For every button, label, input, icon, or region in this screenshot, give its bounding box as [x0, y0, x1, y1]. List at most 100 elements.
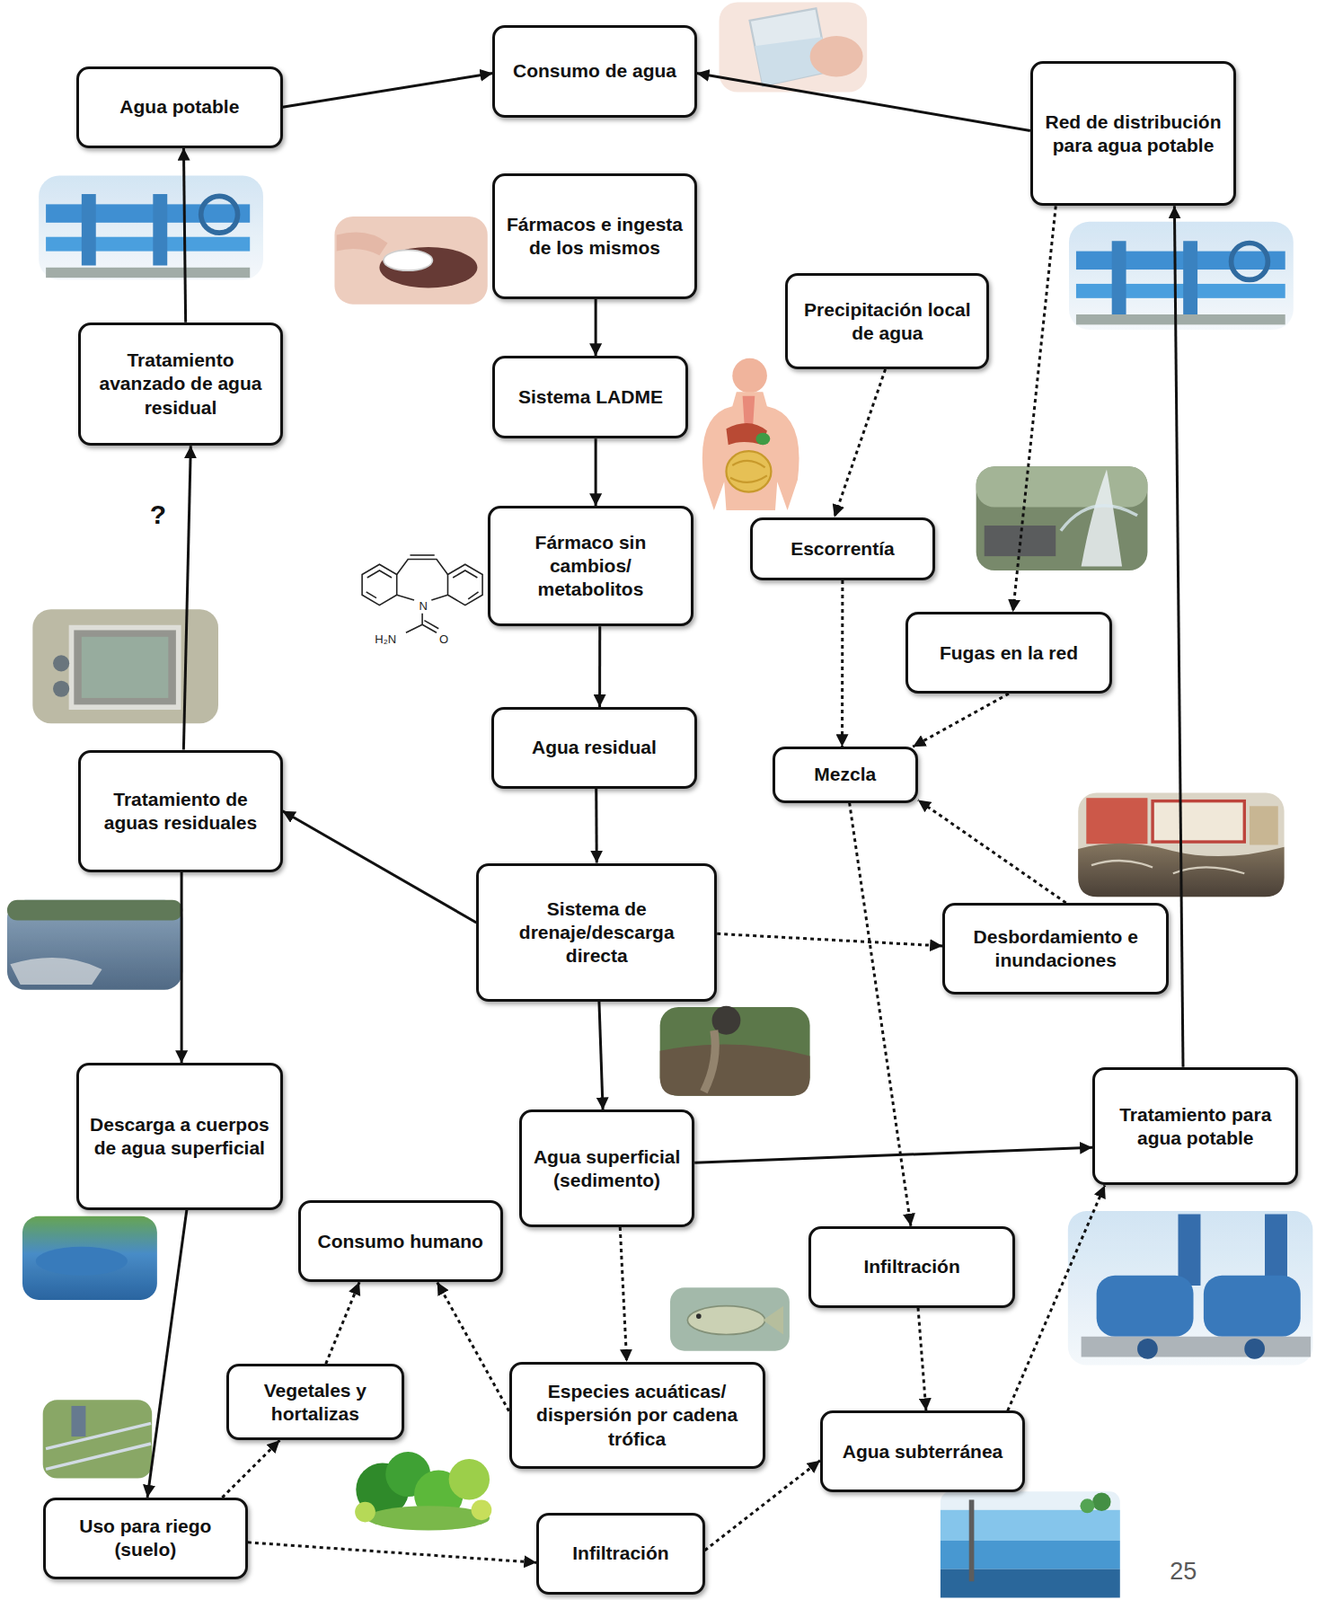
dotted-arrow [1007, 1184, 1105, 1411]
process-box: Agua residual [491, 706, 697, 789]
box-label: Sistema de drenaje/descarga directa [487, 897, 706, 968]
dotted-arrow [912, 693, 1009, 747]
box-label: Fármacos e ingesta de los mismos [503, 212, 685, 260]
box-label: Desbordamiento e inundaciones [954, 925, 1158, 972]
pond-photo [7, 900, 183, 990]
flow-arrow [694, 1147, 1093, 1163]
flow-arrow [1174, 205, 1184, 1067]
process-box: Consumo humano [298, 1200, 504, 1282]
process-box: Uso para riego (suelo) [43, 1497, 248, 1580]
box-label: Infiltración [572, 1541, 669, 1565]
dotted-arrow [437, 1281, 510, 1411]
atom-label: O [439, 631, 449, 645]
box-label: Sistema LADME [518, 385, 663, 409]
box-label: Agua subterránea [842, 1439, 1004, 1464]
treatment-tank-photo [32, 609, 219, 724]
groundwater-figure [940, 1491, 1121, 1598]
fish-photo [670, 1287, 790, 1351]
box-label: Fugas en la red [939, 641, 1078, 665]
process-box: Sistema de drenaje/descarga directa [476, 863, 717, 1002]
flow-arrow [282, 73, 494, 108]
process-box: Descarga a cuerpos de agua superficial [76, 1062, 283, 1211]
dotted-arrow [326, 1281, 360, 1364]
flow-arrow [594, 788, 599, 864]
box-label: Consumo humano [318, 1229, 484, 1254]
water-plant-photo [1068, 1210, 1314, 1365]
dotted-arrow [849, 803, 911, 1227]
irrigation-photo [43, 1399, 152, 1478]
flow-arrow [598, 626, 601, 707]
page-number: 25 [1169, 1556, 1197, 1585]
box-label: Uso para riego (suelo) [54, 1514, 237, 1562]
box-label: Fármaco sin cambios/ metabolitos [499, 530, 682, 601]
water-glass-photo [719, 2, 868, 93]
process-box: Fugas en la red [905, 611, 1112, 694]
process-box: Red de distribución para agua potable [1030, 61, 1237, 206]
leak-photo [976, 466, 1149, 571]
drain-photo [660, 1006, 811, 1096]
flow-arrow [697, 73, 1031, 132]
process-box: Tratamiento de aguas residuales [78, 750, 283, 873]
lake-photo [22, 1216, 158, 1300]
process-box: Agua potable [76, 66, 283, 149]
box-label: Escorrentía [790, 537, 895, 561]
dotted-arrow [705, 1460, 821, 1551]
process-box: Fármaco sin cambios/ metabolitos [487, 505, 694, 627]
flood-photo [1077, 793, 1284, 898]
box-label: Precipitación local de agua [796, 298, 978, 345]
flow-arrow [183, 148, 186, 323]
dotted-arrow [221, 1439, 280, 1498]
process-box: Especies acuáticas/ dispersión por caden… [509, 1361, 766, 1469]
process-box: Desbordamiento e inundaciones [942, 902, 1169, 995]
pill-photo [334, 216, 487, 305]
flow-arrow [147, 1210, 187, 1498]
edge-label: ? [148, 499, 168, 530]
atom-label: H₂N [374, 631, 397, 645]
process-box: Agua superficial (sedimento) [519, 1109, 695, 1228]
box-label: Agua residual [531, 735, 657, 760]
box-label: Especies acuáticas/ dispersión por caden… [521, 1379, 754, 1450]
box-label: Mezcla [813, 762, 876, 787]
dotted-arrow [918, 799, 1067, 902]
box-label: Tratamiento para agua potable [1104, 1103, 1287, 1150]
process-box: Precipitación local de agua [785, 273, 990, 370]
box-label: Vegetales y hortalizas [238, 1378, 393, 1426]
dotted-arrow [716, 933, 943, 946]
dotted-arrow [840, 580, 844, 747]
flow-arrow [282, 811, 477, 923]
process-box: Tratamiento para agua potable [1092, 1067, 1299, 1186]
dotted-arrow [918, 1307, 927, 1412]
process-box: Fármacos e ingesta de los mismos [492, 173, 697, 300]
box-label: Descarga a cuerpos de agua superficial [88, 1113, 271, 1160]
box-label: Consumo de agua [512, 59, 677, 83]
process-box: Infiltración [536, 1512, 705, 1595]
dotted-arrow [1013, 205, 1057, 612]
box-label: Agua potable [119, 95, 239, 119]
dotted-arrow [619, 1227, 627, 1362]
process-box: Mezcla [772, 746, 919, 803]
process-box: Consumo de agua [492, 25, 697, 117]
process-box: Infiltración [808, 1226, 1015, 1308]
process-box: Tratamiento avanzado de agua residual [78, 322, 283, 446]
process-box: Vegetales y hortalizas [226, 1363, 405, 1440]
box-label: Agua superficial (sedimento) [530, 1145, 683, 1193]
box-label: Infiltración [863, 1254, 960, 1279]
pipes-photo [1068, 221, 1294, 330]
box-label: Red de distribución para agua potable [1042, 110, 1225, 158]
process-box: Escorrentía [750, 517, 937, 581]
flow-arrow [183, 445, 191, 750]
dotted-arrow [247, 1542, 537, 1563]
flow-arrow [594, 299, 598, 357]
process-box: Agua subterránea [820, 1410, 1025, 1493]
process-box: Sistema LADME [492, 355, 689, 439]
flow-arrow [599, 1001, 603, 1110]
pipes-photo [38, 176, 264, 281]
molecule-structure [362, 555, 483, 633]
vegetables-photo [354, 1451, 492, 1530]
dotted-arrow [834, 369, 886, 518]
human-body-figure [702, 358, 800, 511]
flow-arrow [180, 872, 184, 1063]
box-label: Tratamiento de aguas residuales [89, 787, 271, 835]
box-label: Tratamiento avanzado de agua residual [89, 348, 271, 419]
flow-arrow [594, 438, 598, 506]
